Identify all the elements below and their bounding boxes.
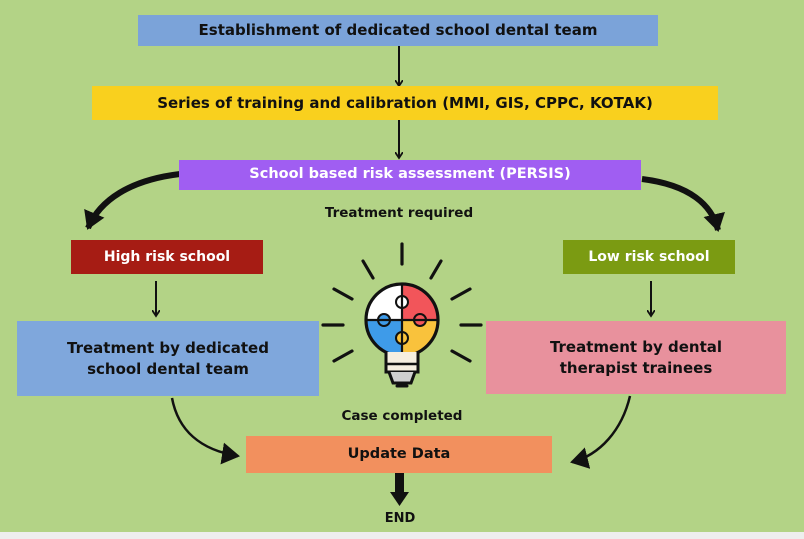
assessment-label: School based risk assessment (PERSIS): [249, 166, 571, 183]
treatment-dedicated-label: Treatment by dedicated school dental tea…: [67, 339, 269, 378]
puzzle-quadrants: [366, 284, 438, 356]
establishment-label: Establishment of dedicated school dental…: [198, 21, 598, 40]
end-arrow-shaft: [395, 472, 404, 494]
high-risk-label: High risk school: [103, 248, 231, 265]
ray-2: [361, 259, 375, 280]
treatment-required-label: Treatment required: [324, 205, 474, 221]
curved-arrow-to-high-risk: [84, 171, 181, 230]
establishment-box: Establishment of dedicated school dental…: [138, 15, 658, 46]
curved-arrow-to-low-risk: [641, 176, 725, 232]
curved-arrow-left-to-update: [170, 397, 240, 465]
assessment-box: School based risk assessment (PERSIS): [179, 160, 641, 190]
end-label: END: [384, 511, 416, 526]
ray-9: [450, 349, 472, 363]
training-label: Series of training and calibration (MMI,…: [157, 93, 653, 112]
treatment-trainees-box: Treatment by dental therapist trainees: [486, 321, 786, 394]
ray-3: [429, 259, 443, 280]
ray-8: [332, 349, 354, 363]
high-risk-box: High risk school: [71, 240, 263, 274]
low-risk-box: Low risk school: [563, 240, 735, 274]
low-risk-label: Low risk school: [588, 248, 710, 265]
update-data-box: Update Data: [246, 436, 552, 473]
ray-5: [450, 287, 472, 301]
training-box: Series of training and calibration (MMI,…: [92, 86, 718, 120]
update-data-label: Update Data: [347, 445, 451, 462]
end-arrow-head: [390, 492, 409, 506]
treatment-dedicated-box: Treatment by dedicated school dental tea…: [17, 321, 319, 396]
case-completed-label: Case completed: [341, 408, 463, 424]
ray-4: [332, 287, 354, 301]
curved-arrow-right-to-update: [570, 395, 632, 469]
treatment-trainees-label: Treatment by dental therapist trainees: [549, 338, 723, 377]
